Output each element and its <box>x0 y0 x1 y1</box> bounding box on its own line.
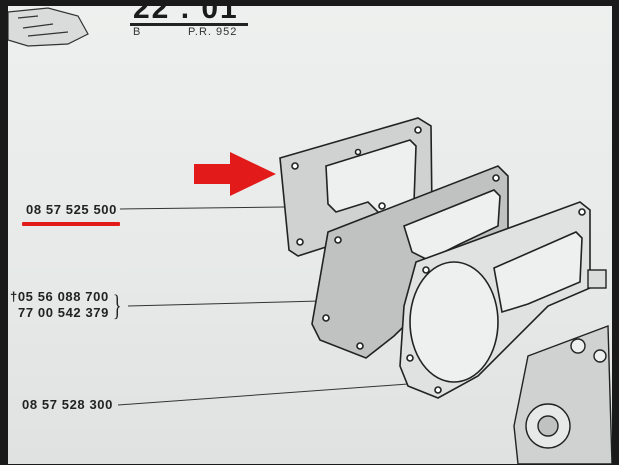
brace-symbol: } <box>112 289 122 322</box>
header-rule <box>130 23 248 26</box>
engine-fragment-drawing <box>8 7 89 47</box>
page-reference: P.R. 952 <box>188 26 238 38</box>
part-number-gasket-small: 08 57 525 500 <box>26 202 117 217</box>
part-number-gasket-large: 08 57 528 300 <box>22 397 113 412</box>
carburettor-drawing <box>513 269 612 464</box>
arrow-right-icon <box>194 152 276 196</box>
section-code: 22 . 01 <box>133 6 239 25</box>
part-number-cover-plate-1: †05 56 088 700 <box>10 289 109 304</box>
gasket-large <box>399 201 591 399</box>
highlight-underline <box>22 222 120 226</box>
exploded-diagram <box>8 7 612 464</box>
catalog-page: 22 . 01 B P.R. 952 <box>8 6 612 464</box>
cover-plate <box>311 165 509 359</box>
leader-lines <box>117 206 409 406</box>
part-number-cover-plate-2: 77 00 542 379 <box>18 305 109 320</box>
section-letter: B <box>133 26 142 38</box>
